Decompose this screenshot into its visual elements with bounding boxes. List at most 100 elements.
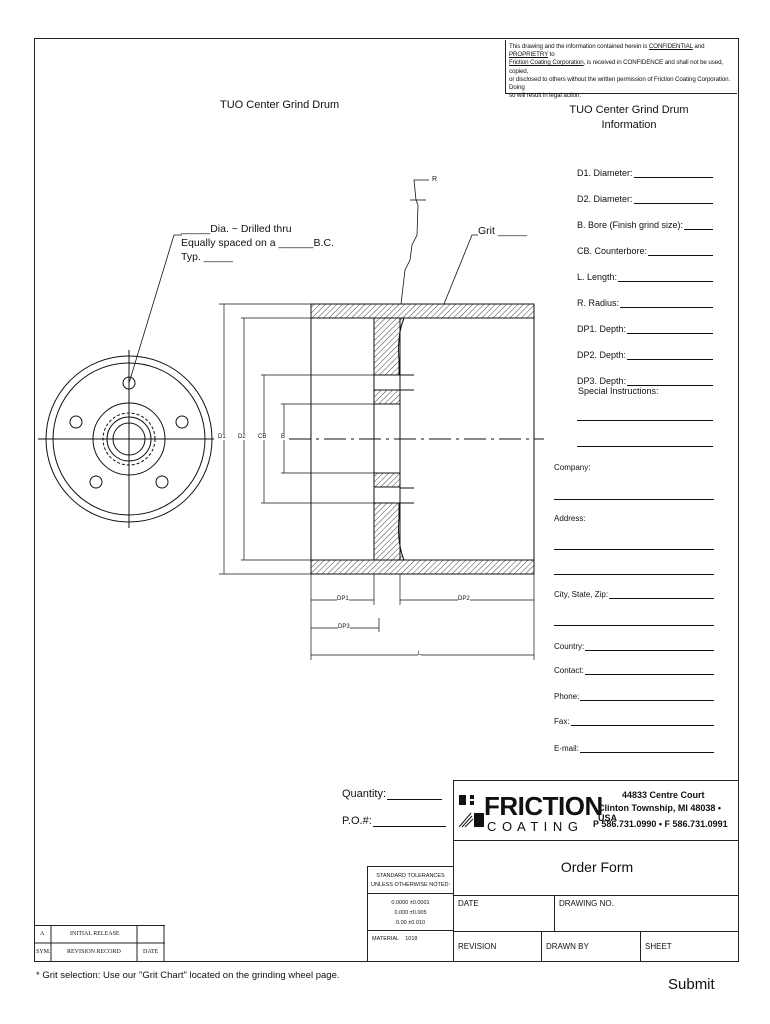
material-row: MATERIAL 1018 bbox=[368, 930, 453, 942]
field-dp3-label: DP3. Depth: bbox=[577, 376, 627, 386]
dim-d1: D1 bbox=[218, 434, 226, 440]
field-dp1-input[interactable] bbox=[627, 324, 713, 334]
dim-l: L bbox=[418, 651, 422, 657]
proprietary-word: PROPRIETRY bbox=[509, 51, 549, 59]
field-counterbore-input[interactable] bbox=[648, 246, 713, 256]
company-input[interactable] bbox=[554, 499, 714, 500]
front-view bbox=[38, 350, 214, 528]
order-form-block: Order Form bbox=[453, 840, 739, 895]
drawing-frame bbox=[34, 38, 739, 962]
grit-footnote: * Grit selection: Use our "Grit Chart" l… bbox=[36, 970, 340, 981]
phone-field: Phone: bbox=[554, 691, 714, 701]
drawn-by-cell[interactable]: DRAWN BY bbox=[541, 931, 640, 962]
friction-logo-icon bbox=[459, 795, 484, 828]
radius-leader bbox=[400, 179, 429, 305]
fax-label: Fax: bbox=[554, 717, 570, 726]
revision-head-desc: REVISION RECORD bbox=[67, 949, 121, 955]
city-input[interactable] bbox=[609, 589, 714, 599]
confidential-word: CONFIDENTIAL bbox=[648, 43, 693, 50]
email-input[interactable] bbox=[579, 743, 714, 753]
contact-label: Contact: bbox=[554, 666, 584, 675]
material-label: MATERIAL bbox=[372, 936, 400, 942]
revision-table: A INITIAL RELEASE SYM. REVISION RECORD D… bbox=[34, 925, 165, 962]
field-length-input[interactable] bbox=[618, 272, 713, 282]
field-dp2-label: DP2. Depth: bbox=[577, 350, 627, 360]
revision-row-desc: INITIAL RELEASE bbox=[70, 931, 120, 937]
field-length-label: L. Length: bbox=[577, 272, 618, 282]
field-length: L. Length: bbox=[577, 256, 713, 282]
grit-label: Grit _____ bbox=[478, 225, 528, 237]
field-d2-input[interactable] bbox=[633, 194, 713, 204]
field-dp2-input[interactable] bbox=[627, 350, 713, 360]
hole-note-line3: Typ. _____ bbox=[181, 251, 233, 263]
confidential-line2: , is received in CONFIDENCE and shall no… bbox=[509, 59, 724, 75]
confidential-text: This drawing and the information contain… bbox=[509, 43, 649, 50]
address-label: Address: bbox=[554, 514, 586, 523]
phone-input[interactable] bbox=[580, 691, 714, 701]
drawn-by-label: DRAWN BY bbox=[546, 942, 589, 951]
po-label: P.O.#: bbox=[342, 815, 372, 827]
dim-d2: D2 bbox=[238, 434, 246, 440]
email-field: E-mail: bbox=[554, 743, 714, 753]
revision-row-sym: A bbox=[40, 931, 45, 937]
fax-input[interactable] bbox=[570, 716, 714, 726]
field-d1-input[interactable] bbox=[633, 168, 713, 178]
phone-label: Phone: bbox=[554, 692, 580, 701]
hole-note-line1: _____Dia. ~ Drilled thru bbox=[181, 223, 292, 235]
hole-note: _____Dia. ~ Drilled thru Equally spaced … bbox=[181, 222, 334, 264]
confidential-and: and bbox=[692, 43, 705, 50]
company-address1: 44833 Centre Court bbox=[622, 790, 705, 800]
radius-label: R bbox=[432, 176, 438, 183]
field-radius-label: R. Radius: bbox=[577, 298, 620, 308]
date-cell[interactable]: DATE bbox=[453, 895, 554, 931]
logo-friction: FRICTION bbox=[484, 791, 603, 821]
tolerance-3: 0.00 ±0.010 bbox=[395, 920, 425, 926]
special-instructions-line1[interactable] bbox=[577, 420, 713, 421]
city-input-2[interactable] bbox=[554, 625, 714, 626]
material-value: 1018 bbox=[405, 936, 418, 942]
quantity-input[interactable] bbox=[387, 790, 442, 800]
contact-input[interactable] bbox=[584, 665, 714, 675]
field-radius-input[interactable] bbox=[620, 298, 713, 308]
revision-head-sym: SYM. bbox=[36, 949, 51, 955]
field-dp3: DP3. Depth: bbox=[577, 360, 713, 386]
sheet-cell[interactable]: SHEET bbox=[640, 931, 739, 962]
field-dp1-label: DP1. Depth: bbox=[577, 324, 627, 334]
revision-cell[interactable]: REVISION bbox=[453, 931, 541, 962]
special-instructions-line2[interactable] bbox=[577, 446, 713, 447]
field-bore-input[interactable] bbox=[684, 220, 713, 230]
dim-dp1: DP1 bbox=[337, 596, 349, 602]
logo-coating: C O A T I N G bbox=[487, 819, 579, 834]
field-counterbore: CB. Counterbore: bbox=[577, 230, 713, 256]
tolerances-block: STANDARD TOLERANCES UNLESS OTHERWISE NOT… bbox=[367, 866, 453, 962]
tolerance-header1: STANDARD TOLERANCES bbox=[376, 873, 445, 879]
po-input[interactable] bbox=[372, 817, 446, 827]
field-dp3-input[interactable] bbox=[627, 376, 713, 386]
address-input-1[interactable] bbox=[554, 549, 714, 550]
submit-button[interactable]: Submit bbox=[668, 976, 715, 993]
country-input[interactable] bbox=[585, 641, 714, 651]
field-dp2: DP2. Depth: bbox=[577, 334, 713, 360]
tolerance-2: 0.000 ±0.005 bbox=[394, 910, 427, 916]
info-title-line2: Information bbox=[601, 119, 657, 131]
hole-note-line2: Equally spaced on a ______B.C. bbox=[181, 237, 334, 249]
company-block: FRICTION C O A T I N G 44833 Centre Cour… bbox=[453, 780, 739, 840]
date-label: DATE bbox=[458, 899, 479, 908]
field-d2-label: D2. Diameter: bbox=[577, 194, 633, 204]
field-d1: D1. Diameter: bbox=[577, 152, 713, 178]
dim-cb: CB bbox=[258, 434, 267, 440]
address-input-2[interactable] bbox=[554, 574, 714, 575]
revision-head-date: DATE bbox=[143, 949, 159, 955]
email-label: E-mail: bbox=[554, 744, 579, 753]
dim-dp3: DP3 bbox=[338, 624, 350, 630]
order-form-title: Order Form bbox=[560, 859, 634, 875]
drawing-no-cell[interactable]: DRAWING NO. bbox=[554, 895, 739, 931]
horizontal-dimensions bbox=[310, 574, 535, 660]
confidential-line3: or disclosed to others without the writt… bbox=[509, 75, 731, 92]
quantity-field: Quantity: bbox=[342, 788, 442, 800]
side-view bbox=[289, 303, 544, 575]
field-d2: D2. Diameter: bbox=[577, 178, 713, 204]
dimension-fields: D1. Diameter: D2. Diameter: B. Bore (Fin… bbox=[577, 152, 713, 386]
field-dp1: DP1. Depth: bbox=[577, 308, 713, 334]
sheet-label: SHEET bbox=[645, 942, 672, 951]
